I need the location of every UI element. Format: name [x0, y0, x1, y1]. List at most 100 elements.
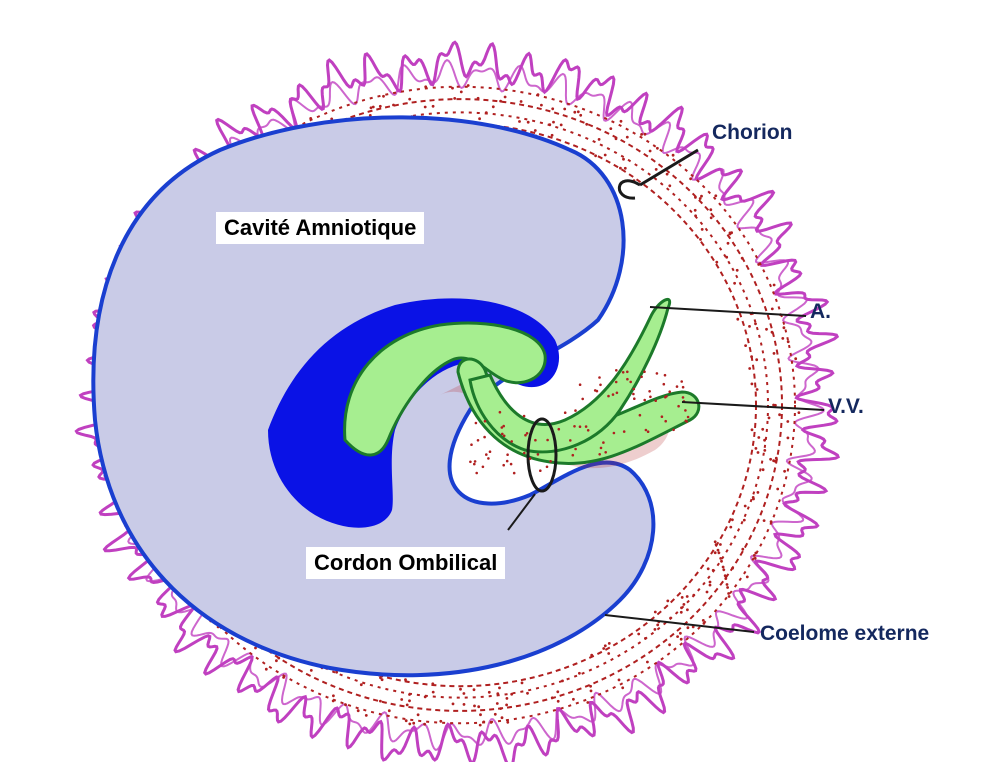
- mesoderm-dot: [536, 93, 540, 96]
- mesoderm-dot: [473, 704, 476, 708]
- mesoderm-dot: [686, 626, 690, 630]
- mesoderm-dot: [614, 137, 618, 141]
- mesoderm-dot: [510, 692, 514, 696]
- mesoderm-dot: [573, 110, 577, 114]
- mesoderm-dot: [769, 457, 772, 461]
- mesoderm-dot: [721, 565, 725, 569]
- mesoderm-dot: [392, 103, 395, 107]
- cord-dot: [598, 376, 601, 379]
- mesoderm-dot: [371, 105, 375, 109]
- mesoderm-dot: [378, 104, 382, 108]
- cord-dot: [534, 438, 537, 442]
- cord-dot: [681, 385, 685, 389]
- cord-dot: [574, 409, 577, 412]
- mesoderm-dot: [754, 447, 758, 450]
- mesoderm-dot: [774, 456, 778, 460]
- mesoderm-dot: [794, 357, 798, 361]
- mesoderm-dot: [331, 699, 335, 703]
- cord-dot: [469, 460, 472, 464]
- mesoderm-dot: [689, 177, 692, 181]
- mesoderm-dot: [491, 105, 495, 109]
- mesoderm-dot: [559, 123, 563, 127]
- cord-dot: [578, 425, 582, 429]
- mesoderm-dot: [783, 469, 786, 473]
- mesoderm-dot: [770, 330, 774, 334]
- mesoderm-dot: [719, 557, 723, 560]
- mesoderm-dot: [656, 146, 659, 150]
- mesoderm-dot: [459, 90, 463, 94]
- cord-dot: [615, 369, 618, 372]
- mesoderm-dot: [685, 595, 689, 598]
- cord-dot: [500, 426, 504, 429]
- embryo-green-body: [343, 321, 547, 457]
- cord-dot: [640, 375, 643, 379]
- embryo: [268, 298, 560, 528]
- mesoderm-dot: [462, 692, 466, 695]
- mesoderm-dot: [472, 688, 476, 692]
- mesoderm-dot: [671, 153, 675, 157]
- mesoderm-dot: [487, 690, 491, 694]
- cord-dot: [644, 428, 648, 432]
- cord-dot: [612, 431, 616, 435]
- mesoderm-dot: [439, 719, 443, 723]
- mesoderm-dot: [506, 720, 510, 724]
- mesoderm-dot: [499, 707, 502, 710]
- mesoderm-dot: [520, 681, 524, 685]
- cord-dot: [536, 453, 540, 456]
- mesoderm-dot: [693, 208, 697, 212]
- cord-dot: [483, 419, 487, 423]
- mesoderm-dot: [719, 543, 722, 546]
- mesoderm-dot: [585, 122, 589, 126]
- mesoderm-dot: [748, 367, 752, 370]
- mesoderm-dot: [731, 518, 734, 522]
- mesoderm-dot: [699, 238, 702, 241]
- mesoderm-dot: [572, 697, 575, 701]
- mesoderm-dot: [750, 428, 754, 432]
- mesoderm-dot: [459, 687, 462, 691]
- mesoderm-dot: [676, 635, 679, 638]
- cord-dot: [549, 460, 552, 463]
- mesoderm-dot: [763, 449, 767, 452]
- mesoderm-dot: [708, 580, 712, 584]
- cord-dot: [502, 424, 506, 428]
- mesoderm-dot: [578, 671, 581, 675]
- mesoderm-dot: [495, 702, 499, 705]
- mesoderm-dot: [720, 559, 723, 563]
- cord-dot: [614, 380, 618, 384]
- mesoderm-dot: [750, 355, 753, 358]
- mesoderm-dot: [755, 358, 759, 362]
- mesoderm-dot: [309, 669, 313, 672]
- cord-dot: [475, 471, 479, 475]
- mesoderm-dot: [493, 712, 497, 716]
- mesoderm-dot: [679, 637, 683, 641]
- mesoderm-dot: [607, 642, 611, 645]
- mesoderm-dot: [750, 382, 754, 386]
- cord-dot: [545, 465, 549, 469]
- mesoderm-dot: [603, 153, 607, 157]
- cord-dot: [574, 447, 577, 451]
- mesoderm-dot: [781, 337, 785, 340]
- mesoderm-dot: [505, 703, 508, 707]
- mesoderm-dot: [369, 106, 373, 110]
- cord-dot: [654, 399, 657, 403]
- cord-dot: [487, 457, 490, 460]
- cord-dot: [506, 453, 509, 457]
- mesoderm-dot: [706, 567, 710, 571]
- cord-dot: [581, 397, 584, 401]
- mesoderm-dot: [603, 644, 607, 648]
- mesoderm-dot: [646, 660, 649, 664]
- vitelline-pointer: [681, 401, 825, 411]
- mesoderm-dot: [679, 631, 682, 635]
- mesoderm-dot: [741, 547, 745, 551]
- mesoderm-dot: [702, 622, 706, 625]
- mesoderm-dot: [453, 97, 457, 100]
- mesoderm-dot: [727, 595, 731, 598]
- mesoderm-dot: [625, 135, 629, 139]
- mesoderm-dot: [621, 686, 625, 690]
- mesoderm-dot: [499, 99, 502, 103]
- cord-dot: [663, 373, 667, 377]
- mesoderm-dot: [772, 283, 776, 287]
- mesoderm-dot: [602, 647, 606, 650]
- cord-dot: [621, 371, 625, 374]
- mesoderm-dot: [408, 693, 411, 696]
